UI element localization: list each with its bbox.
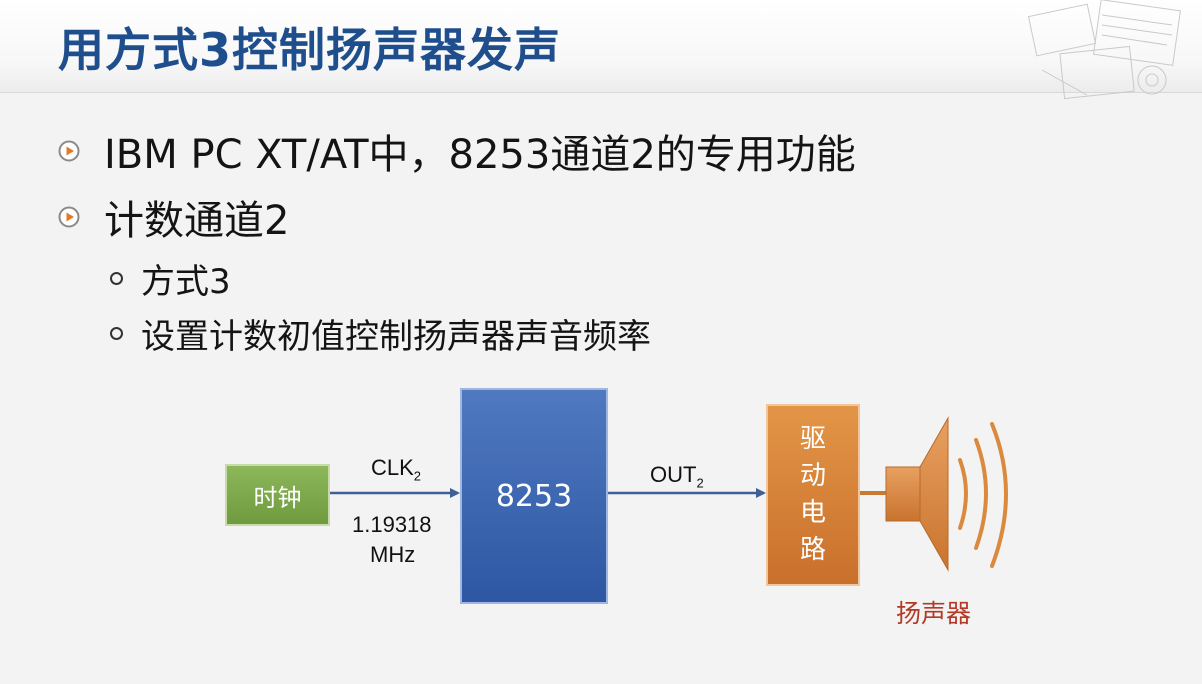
driver-circuit-block: 驱 动 电 路 <box>766 404 860 586</box>
driver-char: 路 <box>799 535 826 565</box>
title-bar: 用方式3控制扬声器发声 <box>0 0 1202 100</box>
sub-bullet-text: 设置计数初值控制扬声器声音频率 <box>141 317 651 357</box>
bullet-item-1: IBM PC XT/AT中，8253通道2的专用功能 <box>58 122 856 180</box>
bullet-text: 计数通道2 <box>104 198 290 244</box>
corner-decoration <box>1027 0 1181 100</box>
bullet-text: IBM PC XT/AT中，8253通道2的专用功能 <box>104 132 856 178</box>
chip-8253-block: 8253 <box>460 388 608 604</box>
speaker-label: 扬声器 <box>896 599 972 628</box>
sub-bullet-item-1: 方式3 <box>110 254 231 303</box>
slide-title: 用方式3控制扬声器发声 <box>58 23 562 77</box>
driver-char: 驱 <box>799 424 826 454</box>
frequency-value: 1.19318 <box>352 512 432 537</box>
speaker-icon <box>885 416 1008 572</box>
clock-block: 时钟 <box>225 464 330 526</box>
play-circle-icon <box>58 206 80 228</box>
driver-char: 动 <box>799 461 826 491</box>
frequency-unit: MHz <box>370 542 416 567</box>
play-circle-icon <box>58 140 80 162</box>
sub-bullet-text: 方式3 <box>141 262 231 302</box>
driver-char: 电 <box>799 498 826 528</box>
circle-bullet-icon <box>110 327 123 340</box>
bullet-item-2: 计数通道2 <box>58 188 289 246</box>
sub-bullet-item-2: 设置计数初值控制扬声器声音频率 <box>110 309 651 358</box>
out2-label: OUT2 <box>650 462 704 491</box>
circle-bullet-icon <box>110 272 123 285</box>
clk2-label: CLK2 <box>371 455 422 484</box>
